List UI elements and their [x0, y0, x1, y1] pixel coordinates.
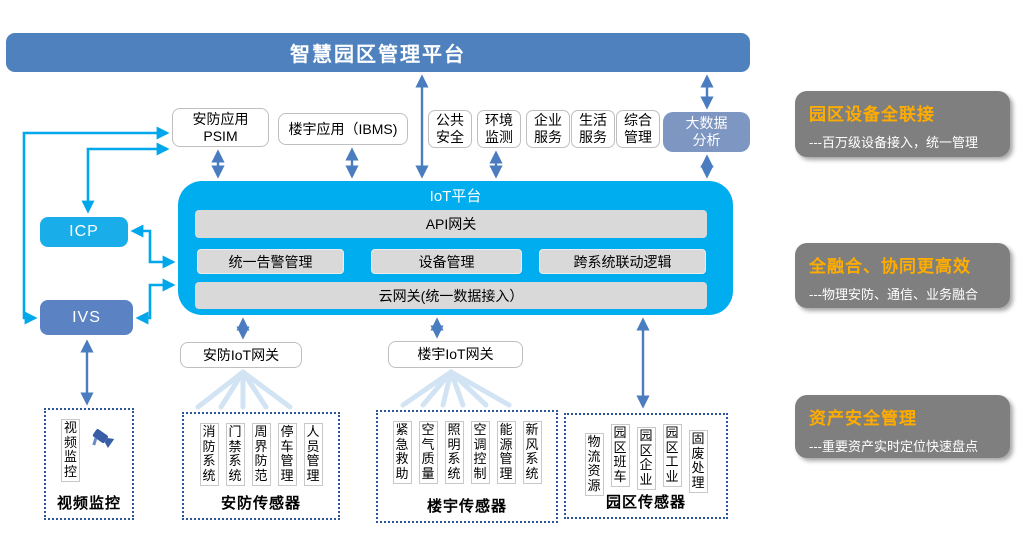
sensor-personnel-mgmt: 人员管理	[303, 423, 323, 486]
app-ibms: 楼宇应用（IBMS)	[278, 113, 408, 145]
module-alarm-mgmt: 统一告警管理	[197, 249, 344, 274]
sensor-perimeter-defense: 周界防范	[251, 423, 271, 486]
sensor-fire-system: 消防系统	[199, 423, 219, 486]
sensor-access-control: 门禁系统	[225, 423, 245, 486]
sensor-park-shuttle: 园区班车	[610, 424, 630, 487]
sensor-park-enterprise: 园区企业	[636, 427, 656, 490]
app-general-mgmt: 综合 管理	[616, 110, 660, 148]
iot-platform-title: IoT平台	[429, 187, 482, 205]
connector-ivs-platform	[135, 278, 176, 325]
api-gateway-bar: API网关	[195, 210, 707, 238]
app-life-service: 生活 服务	[571, 110, 615, 148]
benefit-panel-device-connection: 园区设备全联接 ---百万级设备接入，统一管理	[795, 91, 1010, 157]
app-public-safety: 公共 安全	[428, 110, 472, 148]
benefit-panel-convergence: 全融合、协同更高效 ---物理安防、通信、业务融合	[795, 243, 1010, 308]
building-iot-gateway: 楼宇IoT网关	[388, 341, 523, 368]
app-psim: 安防应用 PSIM	[172, 108, 269, 147]
video-monitoring-column: 视频监控	[61, 419, 80, 482]
video-monitoring-label: 视频监控	[56, 495, 121, 512]
park-sensors-group: 物流资源 园区班车 园区企业 园区工业 固废处理 园区传感器	[564, 413, 728, 519]
benefit-desc: ---物理安防、通信、业务融合	[809, 287, 978, 302]
sensor-energy-mgmt: 能源管理	[496, 421, 516, 484]
icp-node: ICP	[40, 217, 128, 247]
sensor-air-quality: 空气质量	[418, 421, 438, 484]
benefit-panel-asset-safety: 资产安全管理 ---重要资产实时定位快速盘点	[795, 395, 1010, 458]
connector-psim-icp	[81, 142, 170, 214]
app-bigdata-analysis: 大数据 分析	[663, 112, 750, 152]
connector-icp-platform	[130, 224, 176, 269]
benefit-title: 园区设备全联接	[809, 105, 935, 124]
sensor-solid-waste: 固废处理	[688, 430, 708, 493]
cloud-gateway-bar: 云网关(统一数据接入）	[195, 282, 707, 309]
camera-icon	[92, 429, 115, 449]
video-monitoring-group: 视频监控 视频监控	[44, 408, 134, 520]
benefit-title: 资产安全管理	[809, 409, 917, 428]
building-sensors-group: 紧急救助 空气质量 照明系统 空调控制 能源管理 新风系统 楼宇传感器	[376, 410, 558, 523]
sensor-logistics-resources: 物流资源	[584, 433, 604, 496]
sensor-parking-mgmt: 停车管理	[277, 423, 297, 486]
security-iot-gateway: 安防IoT网关	[180, 342, 302, 368]
app-enterprise-service: 企业 服务	[526, 110, 570, 148]
benefit-desc: ---重要资产实时定位快速盘点	[809, 439, 978, 454]
security-sensors-label: 安防传感器	[220, 495, 301, 512]
sensor-hvac-control: 空调控制	[470, 421, 490, 484]
platform-title-banner: 智慧园区管理平台	[6, 33, 750, 72]
sensor-emergency-aid: 紧急救助	[392, 421, 412, 484]
app-env-monitor: 环境 监测	[477, 110, 521, 148]
sensor-park-industry: 园区工业	[662, 424, 682, 487]
benefit-title: 全融合、协同更高效	[809, 257, 971, 276]
gateway-fan-rays	[195, 369, 512, 410]
security-sensors-group: 消防系统 门禁系统 周界防范 停车管理 人员管理 安防传感器	[182, 412, 340, 520]
sensor-fresh-air-system: 新风系统	[522, 421, 542, 484]
building-sensors-label: 楼宇传感器	[426, 498, 507, 515]
module-cross-system-linkage: 跨系统联动逻辑	[539, 249, 706, 274]
ivs-node: IVS	[40, 300, 133, 335]
sensor-lighting-system: 照明系统	[444, 421, 464, 484]
park-sensors-label: 园区传感器	[605, 494, 686, 511]
module-device-mgmt: 设备管理	[371, 249, 522, 274]
benefit-desc: ---百万级设备接入，统一管理	[809, 135, 978, 150]
